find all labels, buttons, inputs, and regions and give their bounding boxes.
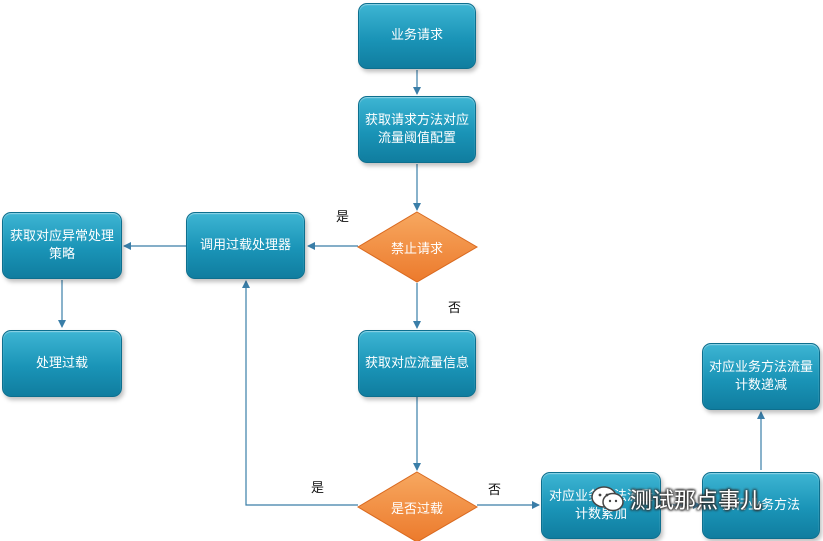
node-get-threshold: 获取请求方法对应 流量阈值配置 [358,96,476,163]
node-forbid-request: 禁止请求 [368,232,466,262]
node-business-request-label: 业务请求 [390,28,443,43]
node-get-traffic-info: 获取对应流量信息 [358,330,476,397]
node-call-overload-handler: 调用过载处理器 [186,212,305,279]
node-counter-decrement-label: 对应业务方法流量 计数递减 [709,359,814,393]
node-get-traffic-info-label: 获取对应流量信息 [365,355,470,371]
node-get-exception-strategy: 获取对应异常处理 策略 [2,212,122,279]
edge-label-forbid-no: 否 [448,301,462,316]
node-execute-method: 执行业务方法 [702,472,820,539]
watermark-text: 测试那点事儿 [630,489,763,514]
wechat-icon [591,486,624,512]
node-is-overloaded: 是否过载 [368,492,466,522]
edge-overload-yes-to-handler [242,280,358,506]
node-handle-overload-label: 处理过载 [35,355,88,371]
node-call-overload-handler-label: 调用过载处理器 [199,237,291,253]
decision-forbid-shape [357,211,478,283]
decision-overload-shape [357,471,478,541]
node-forbid-request-label: 禁止请求 [390,241,443,257]
edge-label-forbid-yes: 是 [336,210,350,225]
node-get-exception-strategy-label: 获取对应异常处理 策略 [9,228,114,262]
node-is-overloaded-label: 是否过载 [390,501,443,517]
node-business-request: 业务请求 [358,3,476,69]
edge-label-overload-no: 否 [488,483,502,498]
watermark: 测试那点事儿 [590,483,762,515]
edge-label-overload-yes: 是 [311,481,325,496]
node-execute-method-label: 执行业务方法 [721,497,800,513]
node-counter-decrement: 对应业务方法流量 计数递减 [702,343,820,410]
node-get-threshold-label: 获取请求方法对应 流量阈值配置 [365,112,470,146]
node-handle-overload: 处理过载 [2,330,122,397]
